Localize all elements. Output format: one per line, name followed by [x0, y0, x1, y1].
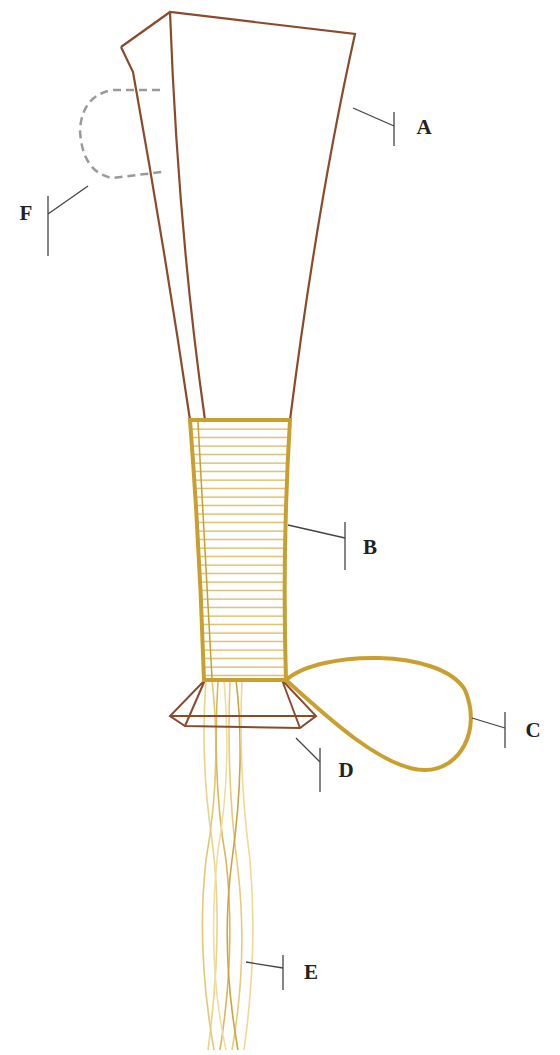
callout-letter: D: [336, 759, 355, 782]
missing-part: [80, 90, 162, 178]
binding-wraps: [185, 415, 295, 685]
head-part: [121, 12, 355, 420]
leader-lines: [48, 108, 505, 990]
callout-letter: E: [302, 961, 320, 984]
binding-band: [190, 420, 290, 680]
fibre-strands: [202, 680, 252, 1050]
callout-letter: C: [523, 719, 542, 742]
callout-letter: F: [18, 202, 35, 225]
callout-letter: A: [414, 116, 433, 139]
callout-letter: B: [361, 536, 379, 559]
cord-loop: [286, 658, 471, 770]
